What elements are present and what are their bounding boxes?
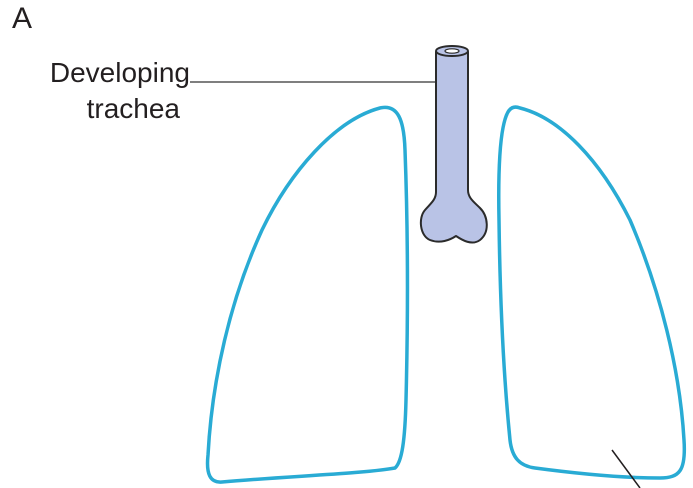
trachea-bud-icon (421, 46, 487, 243)
right-lung-outline-icon (499, 107, 685, 478)
left-lung-outline-icon (208, 107, 408, 482)
pointer-line (612, 450, 640, 488)
